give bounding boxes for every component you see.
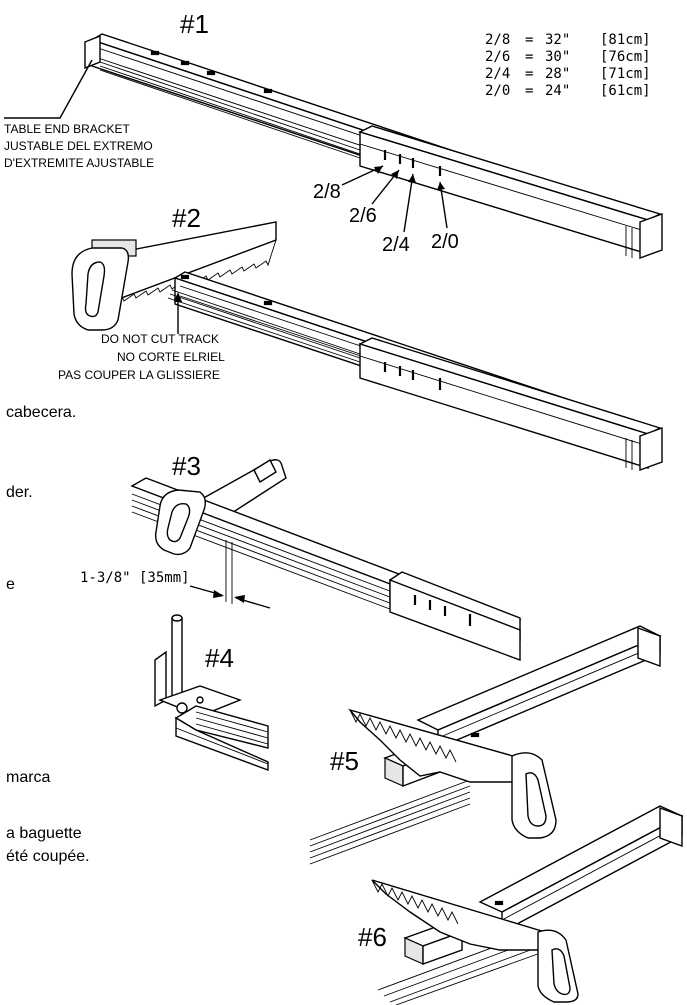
bracket-leader-line bbox=[4, 59, 93, 119]
left-text-baguette: a baguette bbox=[6, 825, 82, 842]
size-row: 2/6 = 30" [76cm] bbox=[485, 49, 651, 65]
step-1-illustration bbox=[84, 33, 663, 259]
size-equals: = bbox=[525, 66, 533, 82]
step-6-label: #6 bbox=[358, 922, 387, 952]
cut-warning-label: DO NOT CUT TRACK NO CORTE ELRIEL PAS COU… bbox=[58, 332, 225, 382]
dimension-label: 1-3/8" [35mm] bbox=[80, 570, 190, 586]
step-6-illustration bbox=[371, 805, 684, 1005]
cut-warning-line1: DO NOT CUT TRACK bbox=[101, 332, 219, 346]
size-row: 2/4 = 28" [71cm] bbox=[485, 66, 651, 82]
size-equals: = bbox=[525, 83, 533, 99]
bracket-label-line2: JUSTABLE DEL EXTREMO bbox=[4, 139, 153, 153]
step-3-illustration bbox=[130, 458, 522, 662]
mark-label-20: 2/0 bbox=[431, 231, 459, 253]
mark-arrow-20 bbox=[439, 181, 448, 229]
step-4-illustration bbox=[154, 614, 269, 772]
left-text-coupee: été coupée. bbox=[6, 848, 90, 865]
size-equals: = bbox=[525, 49, 533, 65]
left-text-marca: marca bbox=[6, 769, 51, 786]
size-equals: = bbox=[525, 32, 533, 48]
size-code: 2/0 bbox=[485, 83, 510, 99]
step-4-label: #4 bbox=[205, 643, 234, 673]
size-code: 2/6 bbox=[485, 49, 510, 65]
size-inches: 30" bbox=[545, 49, 570, 65]
size-cm: [76cm] bbox=[600, 49, 651, 65]
cut-warning-line2: NO CORTE ELRIEL bbox=[117, 350, 225, 364]
size-code: 2/8 bbox=[485, 32, 510, 48]
left-text-cabecera: cabecera. bbox=[6, 404, 76, 421]
size-inches: 24" bbox=[545, 83, 570, 99]
size-code: 2/4 bbox=[485, 66, 510, 82]
size-inches: 28" bbox=[545, 66, 570, 82]
cut-warning-line3: PAS COUPER LA GLISSIERE bbox=[58, 368, 220, 382]
size-cm: [71cm] bbox=[600, 66, 651, 82]
mark-label-26: 2/6 bbox=[349, 205, 377, 227]
bracket-label-line1: TABLE END BRACKET bbox=[4, 122, 130, 136]
size-row: 2/8 = 32" [81cm] bbox=[485, 32, 651, 48]
mark-callouts: 2/8 2/6 2/4 2/0 bbox=[313, 165, 459, 256]
size-cm: [81cm] bbox=[600, 32, 651, 48]
size-inches: 32" bbox=[545, 32, 570, 48]
bracket-label: TABLE END BRACKET JUSTABLE DEL EXTREMO D… bbox=[4, 122, 154, 170]
step-2-label: #2 bbox=[172, 203, 201, 233]
size-table: 2/8 = 32" [81cm] 2/6 = 30" [76cm] 2/4 = … bbox=[485, 32, 651, 99]
step-5-label: #5 bbox=[330, 746, 359, 776]
size-cm: [61cm] bbox=[600, 83, 651, 99]
size-row: 2/0 = 24" [61cm] bbox=[485, 83, 651, 99]
pivot-pin bbox=[171, 617, 183, 703]
mark-label-24: 2/4 bbox=[382, 234, 410, 256]
mark-arrow-24 bbox=[403, 173, 414, 233]
step-5-illustration bbox=[309, 625, 662, 865]
step-2-illustration bbox=[71, 221, 663, 471]
left-text-der: der. bbox=[6, 484, 33, 501]
mark-label-28: 2/8 bbox=[313, 181, 341, 203]
left-text-e: e bbox=[6, 576, 15, 593]
bracket-label-line3: D'EXTREMITE AJUSTABLE bbox=[4, 156, 154, 170]
step-1-label: #1 bbox=[180, 9, 209, 39]
step-3-label: #3 bbox=[172, 451, 201, 481]
